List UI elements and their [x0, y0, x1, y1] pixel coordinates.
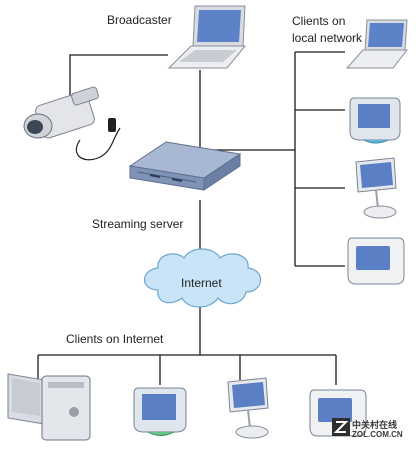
local-client-imac-g3-icon [349, 97, 401, 144]
local-clients-label: Clients on local network [292, 14, 363, 45]
local-client-imac-flatpanel-icon [355, 157, 397, 219]
link-camera-broadcaster [69, 54, 168, 98]
internet-clients-label: Clients on Internet [66, 332, 164, 346]
broadcaster-label: Broadcaster [107, 13, 172, 27]
broadcaster-laptop-icon [167, 5, 247, 69]
internet-client-imac-flatpanel-icon [227, 377, 269, 439]
video-camera-icon [23, 86, 121, 161]
internet-cloud-icon [143, 248, 262, 308]
internet-client-imac-g3-icon [133, 387, 187, 436]
rack-server-icon [128, 141, 242, 191]
internet-client-emac-icon [309, 389, 367, 437]
watermark-line2: ZOL.COM.CN [352, 430, 403, 439]
local-client-emac-icon [347, 237, 405, 285]
connection-lines [37, 51, 345, 385]
streaming-server-label: Streaming server [92, 217, 184, 231]
watermark-line1: 中关村在线 [352, 420, 398, 430]
internet-label: Internet [181, 276, 222, 290]
zol-logo-icon [332, 418, 350, 436]
internet-client-power-mac-g4-icon [7, 373, 91, 441]
link-local-network [200, 51, 345, 267]
link-internet-clients [37, 305, 337, 385]
local-client-laptop-icon [345, 19, 409, 69]
